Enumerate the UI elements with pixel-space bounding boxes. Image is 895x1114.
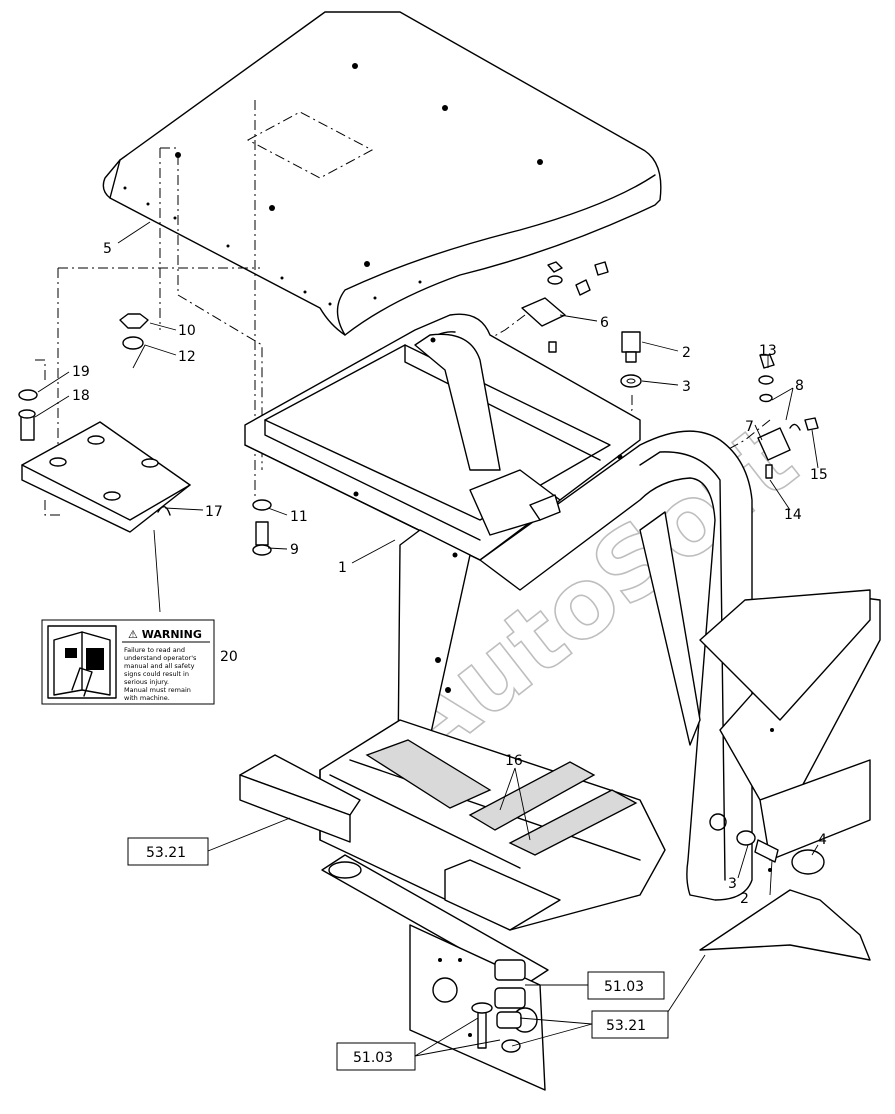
ref-51-03-right: 51.03	[604, 979, 644, 995]
callout-8: 8	[795, 378, 804, 394]
decal-line-7: with machine.	[124, 694, 170, 702]
callout-1: 1	[338, 560, 347, 576]
floor-mat-left	[365, 739, 492, 809]
callout-14: 14	[784, 507, 802, 523]
mounting-plate	[21, 421, 191, 533]
callout-2-bottom: 2	[740, 891, 749, 907]
callout-9: 9	[290, 542, 299, 558]
decal-line-3: manual and all safety	[124, 662, 195, 670]
warning-decal: ⚠ WARNING Failure to read and understand…	[41, 619, 215, 705]
decal-line-2: understand operator's	[124, 654, 197, 662]
bracket-7	[757, 354, 819, 479]
nut-and-washer-10-12	[119, 313, 149, 350]
callout-7: 7	[745, 419, 754, 435]
ref-51-03-left: 51.03	[353, 1050, 393, 1066]
callout-4: 4	[818, 832, 827, 848]
callout-10: 10	[178, 323, 196, 339]
decal-line-5: serious injury.	[124, 678, 169, 686]
section-references: 53.21 51.03 53.21 51.03	[127, 837, 669, 1071]
bolt-and-washer-top	[620, 331, 642, 388]
callout-5: 5	[103, 241, 112, 257]
bolt-and-cap-lower	[736, 830, 825, 875]
callout-11: 11	[290, 509, 308, 525]
callout-6: 6	[600, 315, 609, 331]
callout-20: 20	[220, 649, 238, 665]
callout-3-top: 3	[682, 379, 691, 395]
decal-line-4: signs could result in	[124, 670, 189, 678]
operator-platform	[239, 589, 881, 1091]
ref-53-21-left: 53.21	[146, 845, 186, 861]
callout-12: 12	[178, 349, 196, 365]
callout-19: 19	[72, 364, 90, 380]
decal-line-1: Failure to read and	[124, 646, 185, 654]
bracket-6	[521, 261, 609, 353]
floor-mat-middle	[468, 761, 596, 831]
callout-17: 17	[205, 504, 223, 520]
leader-lines	[34, 221, 819, 1057]
bolt-and-washer-9-11	[252, 499, 272, 556]
callouts: 1 2 2 3 3 4 5 6 7 8 9 10 11 12 13 14 15 …	[72, 241, 828, 907]
decal-heading: ⚠ WARNING	[128, 628, 202, 641]
callout-18: 18	[72, 388, 90, 404]
callout-15: 15	[810, 467, 828, 483]
ref-53-21-right: 53.21	[606, 1018, 646, 1034]
decal-line-6: Manual must remain	[124, 686, 191, 694]
bolt-and-washer-18-19	[18, 389, 38, 441]
callout-3-bottom: 3	[728, 876, 737, 892]
callout-16: 16	[505, 753, 523, 769]
callout-13: 13	[759, 343, 777, 359]
callout-2-top: 2	[682, 345, 691, 361]
floor-mat-right	[508, 789, 638, 856]
canopy-roof	[102, 11, 662, 336]
rops-frame	[244, 313, 753, 901]
